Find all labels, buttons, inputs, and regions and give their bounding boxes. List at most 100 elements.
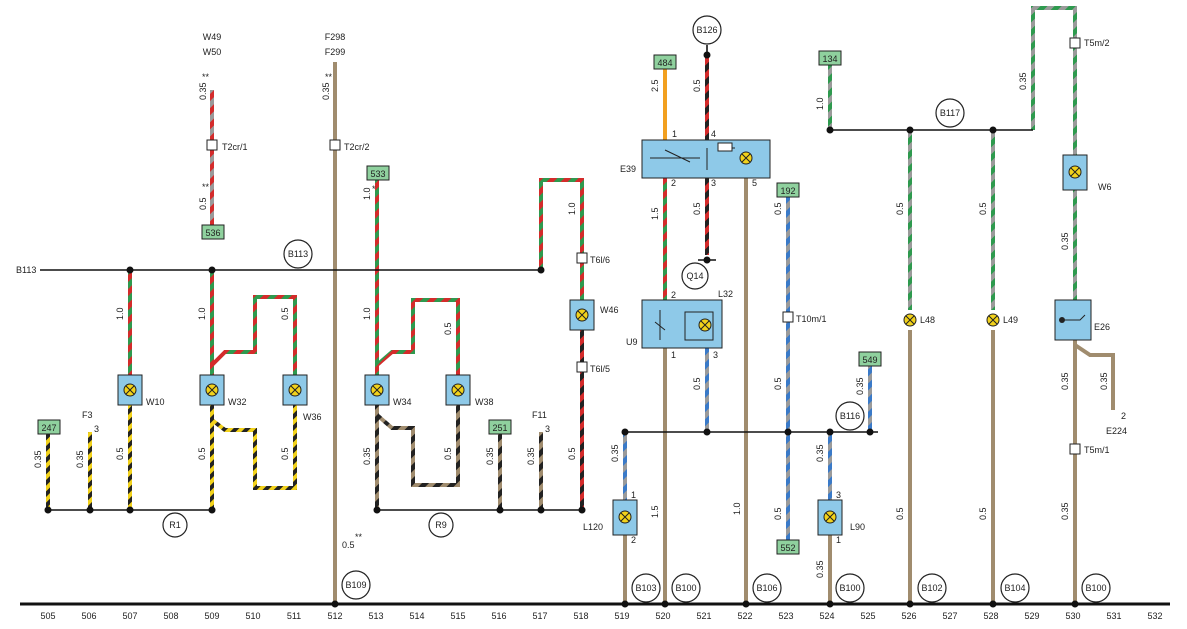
svg-text:1.0: 1.0 xyxy=(362,187,372,200)
lamp-l48 xyxy=(903,313,917,327)
column-number: 518 xyxy=(573,611,588,621)
svg-text:0.35: 0.35 xyxy=(1099,372,1109,390)
svg-text:F11: F11 xyxy=(532,410,547,420)
svg-text:0.35: 0.35 xyxy=(33,450,43,468)
svg-text:L90: L90 xyxy=(850,522,865,532)
svg-text:B113: B113 xyxy=(16,265,36,275)
column-number: 528 xyxy=(983,611,998,621)
svg-text:1.0: 1.0 xyxy=(732,502,742,515)
column-number: 508 xyxy=(163,611,178,621)
svg-text:484: 484 xyxy=(657,58,672,68)
column-number: 526 xyxy=(901,611,916,621)
lamp-w6 xyxy=(1062,154,1088,191)
svg-text:R9: R9 xyxy=(435,520,447,530)
svg-text:0.35: 0.35 xyxy=(1060,502,1070,520)
svg-text:E26: E26 xyxy=(1094,322,1110,332)
tag-533: 533 xyxy=(366,165,390,181)
bus-lines xyxy=(40,45,1033,511)
column-number: 517 xyxy=(532,611,547,621)
svg-text:0.35: 0.35 xyxy=(1060,232,1070,250)
svg-text:B100: B100 xyxy=(1085,583,1106,593)
column-number: 529 xyxy=(1024,611,1039,621)
column-number: 509 xyxy=(204,611,219,621)
svg-text:T6l/5: T6l/5 xyxy=(590,364,610,374)
svg-text:3: 3 xyxy=(713,350,718,360)
svg-text:W10: W10 xyxy=(146,397,165,407)
svg-text:0.5: 0.5 xyxy=(342,540,355,550)
svg-text:B117: B117 xyxy=(940,108,960,118)
svg-text:**: ** xyxy=(202,72,210,82)
svg-text:*: * xyxy=(372,184,376,194)
ground-circles xyxy=(162,15,1111,603)
column-number: 519 xyxy=(614,611,629,621)
svg-text:3: 3 xyxy=(836,490,841,500)
inline-connectors xyxy=(206,37,1081,455)
svg-text:1.0: 1.0 xyxy=(115,307,125,320)
svg-text:B116: B116 xyxy=(840,411,860,421)
svg-text:L49: L49 xyxy=(1003,315,1018,325)
svg-text:T10m/1: T10m/1 xyxy=(796,314,827,324)
svg-text:0.35: 0.35 xyxy=(485,447,495,465)
column-number: 505 xyxy=(40,611,55,621)
svg-text:1.0: 1.0 xyxy=(197,307,207,320)
lamp-w34 xyxy=(364,374,390,406)
svg-text:W38: W38 xyxy=(475,397,494,407)
svg-text:Q14: Q14 xyxy=(686,271,703,281)
svg-text:B109: B109 xyxy=(345,580,366,590)
svg-text:**: ** xyxy=(325,72,333,82)
svg-text:3: 3 xyxy=(545,424,550,434)
lamp-components xyxy=(117,154,1088,536)
svg-text:L120: L120 xyxy=(583,522,603,532)
svg-text:0.5: 0.5 xyxy=(280,447,290,460)
column-number: 506 xyxy=(81,611,96,621)
svg-text:2: 2 xyxy=(671,178,676,188)
switch-e26 xyxy=(1054,299,1092,341)
column-number: 513 xyxy=(368,611,383,621)
svg-text:3: 3 xyxy=(94,424,99,434)
svg-text:0.35: 0.35 xyxy=(855,377,865,395)
column-number: 530 xyxy=(1065,611,1080,621)
svg-text:1.0: 1.0 xyxy=(362,307,372,320)
svg-text:W49: W49 xyxy=(203,32,222,42)
svg-text:0.35: 0.35 xyxy=(1060,372,1070,390)
svg-text:B103: B103 xyxy=(635,583,656,593)
svg-text:T5m/2: T5m/2 xyxy=(1084,38,1110,48)
svg-text:W34: W34 xyxy=(393,397,412,407)
svg-text:552: 552 xyxy=(780,543,795,553)
column-number: 520 xyxy=(655,611,670,621)
svg-text:W46: W46 xyxy=(600,305,619,315)
wires xyxy=(46,6,1115,603)
svg-text:1: 1 xyxy=(836,535,841,545)
svg-text:2.5: 2.5 xyxy=(650,79,660,92)
tag-536: 536 xyxy=(201,224,225,240)
lamp-w36 xyxy=(282,374,308,406)
svg-text:R1: R1 xyxy=(169,520,181,530)
svg-text:B104: B104 xyxy=(1004,583,1025,593)
svg-text:F298: F298 xyxy=(325,32,346,42)
svg-text:4: 4 xyxy=(711,129,716,139)
svg-text:2: 2 xyxy=(631,535,636,545)
svg-text:2: 2 xyxy=(671,290,676,300)
column-number: 527 xyxy=(942,611,957,621)
connector-tags: 536 533 247 251 484 192 552 549 134 xyxy=(37,50,882,555)
svg-text:E39: E39 xyxy=(620,164,636,174)
column-number: 531 xyxy=(1106,611,1121,621)
svg-text:0.35: 0.35 xyxy=(362,447,372,465)
svg-text:B100: B100 xyxy=(839,583,860,593)
svg-text:0.5: 0.5 xyxy=(692,377,702,390)
svg-text:0.5: 0.5 xyxy=(280,307,290,320)
svg-text:0.5: 0.5 xyxy=(197,447,207,460)
svg-text:U9: U9 xyxy=(626,337,638,347)
svg-text:1.0: 1.0 xyxy=(815,97,825,110)
svg-text:1.5: 1.5 xyxy=(650,207,660,220)
column-number: 516 xyxy=(491,611,506,621)
column-number: 521 xyxy=(696,611,711,621)
svg-text:0.5: 0.5 xyxy=(895,507,905,520)
column-number: 507 xyxy=(122,611,137,621)
svg-text:134: 134 xyxy=(822,54,837,64)
svg-text:0.5: 0.5 xyxy=(692,202,702,215)
svg-text:**: ** xyxy=(355,532,363,542)
tag-134: 134 xyxy=(818,50,842,66)
column-number: 512 xyxy=(327,611,342,621)
